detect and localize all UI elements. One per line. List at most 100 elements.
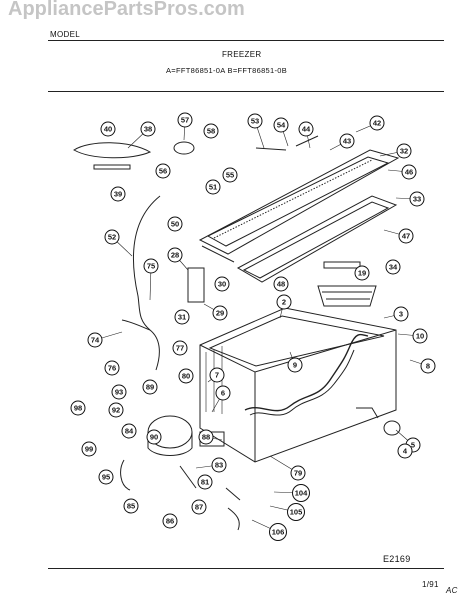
- callout-part-87: 87: [191, 499, 207, 515]
- callout-part-38: 38: [140, 121, 156, 137]
- callout-label: 85: [127, 502, 135, 511]
- callout-label: 58: [207, 127, 215, 136]
- callout-part-43: 43: [339, 133, 355, 149]
- callout-circle: [162, 513, 178, 529]
- callout-part-3: 3: [393, 306, 409, 322]
- callout-circle: [412, 328, 428, 344]
- callout-label: 38: [144, 125, 152, 134]
- callout-circle: [142, 379, 158, 395]
- callout-circle: [397, 443, 413, 459]
- callout-part-40: 40: [100, 121, 116, 137]
- callout-label: 75: [147, 262, 155, 271]
- callout-circle: [140, 121, 156, 137]
- callout-part-106: 106: [269, 523, 287, 541]
- callout-label: 74: [91, 336, 100, 345]
- callout-label: 30: [218, 280, 226, 289]
- callout-part-84: 84: [121, 423, 137, 439]
- callout-part-55: 55: [222, 167, 238, 183]
- callout-part-83: 83: [211, 457, 227, 473]
- callout-circle: [70, 400, 86, 416]
- callout-part-9: 9: [287, 357, 303, 373]
- callout-circle: [290, 465, 306, 481]
- callout-circle: [81, 441, 97, 457]
- product-title: FREEZER: [222, 50, 262, 59]
- callout-part-56: 56: [155, 163, 171, 179]
- callout-label: 105: [290, 508, 303, 517]
- callout-label: 99: [85, 445, 93, 454]
- callout-part-105: 105: [287, 503, 305, 521]
- callout-part-34: 34: [385, 259, 401, 275]
- callout-circle: [177, 112, 193, 128]
- power-cord: [121, 195, 161, 371]
- callout-label: 39: [114, 190, 122, 199]
- callout-label: 56: [159, 167, 167, 176]
- callout-label: 48: [277, 280, 285, 289]
- callout-part-95: 95: [98, 469, 114, 485]
- callout-circle: [178, 368, 194, 384]
- callout-label: 32: [400, 147, 408, 156]
- callout-part-77: 77: [172, 340, 188, 356]
- callout-label: 77: [176, 344, 184, 353]
- callout-part-29: 29: [212, 305, 228, 321]
- callout-circle: [292, 484, 310, 502]
- callout-label: 28: [171, 251, 179, 260]
- callout-label: 4: [403, 447, 408, 456]
- callout-circle: [198, 429, 214, 445]
- callout-part-90: 90: [146, 429, 162, 445]
- callout-part-58: 58: [203, 123, 219, 139]
- callout-part-92: 92: [108, 402, 124, 418]
- callout-circle: [155, 163, 171, 179]
- callout-part-74: 74: [87, 332, 103, 348]
- callout-label: 33: [413, 195, 421, 204]
- hardware: [120, 420, 401, 531]
- callout-circle: [167, 247, 183, 263]
- callout-label: 8: [426, 362, 430, 371]
- callout-part-86: 86: [162, 513, 178, 529]
- callout-label: 93: [115, 388, 123, 397]
- callout-circle: [197, 474, 213, 490]
- callout-part-53: 53: [247, 113, 263, 129]
- callout-circle: [398, 228, 414, 244]
- callout-circle: [205, 179, 221, 195]
- callout-label: 47: [402, 232, 410, 241]
- callout-part-85: 85: [123, 498, 139, 514]
- callout-part-93: 93: [111, 384, 127, 400]
- header-rule-bottom: [48, 91, 444, 93]
- callout-label: 90: [150, 433, 158, 442]
- header-rule-top: [48, 40, 444, 41]
- upper-lid-frame: [198, 149, 400, 263]
- callout-circle: [287, 357, 303, 373]
- callout-part-76: 76: [104, 360, 120, 376]
- callout-circle: [108, 402, 124, 418]
- callout-label: 87: [195, 503, 203, 512]
- callout-label: 3: [399, 310, 403, 319]
- callout-label: 43: [343, 137, 351, 146]
- callout-label: 57: [181, 116, 189, 125]
- page-number: 1/91: [422, 580, 439, 589]
- callout-label: 92: [112, 406, 120, 415]
- callout-circle: [209, 367, 225, 383]
- callout-part-10: 10: [412, 328, 428, 344]
- callout-label: 10: [416, 332, 424, 341]
- callout-label: 80: [182, 372, 190, 381]
- cabinet: [199, 307, 397, 463]
- callout-part-104: 104: [292, 484, 310, 502]
- callout-label: 54: [277, 121, 286, 130]
- callout-label: 53: [251, 117, 259, 126]
- callout-part-81: 81: [197, 474, 213, 490]
- callout-part-7: 7: [209, 367, 225, 383]
- callout-label: 5: [411, 441, 415, 450]
- callout-part-75: 75: [143, 258, 159, 274]
- callout-part-88: 88: [198, 429, 214, 445]
- callout-part-4: 4: [397, 443, 413, 459]
- callout-circle: [215, 385, 231, 401]
- callout-label: 76: [108, 364, 116, 373]
- corner-mark: AC: [446, 586, 458, 595]
- callout-label: 9: [293, 361, 297, 370]
- callout-part-2: 2: [276, 294, 292, 310]
- callout-circle: [211, 457, 227, 473]
- callout-circle: [191, 499, 207, 515]
- callout-label: 31: [178, 313, 186, 322]
